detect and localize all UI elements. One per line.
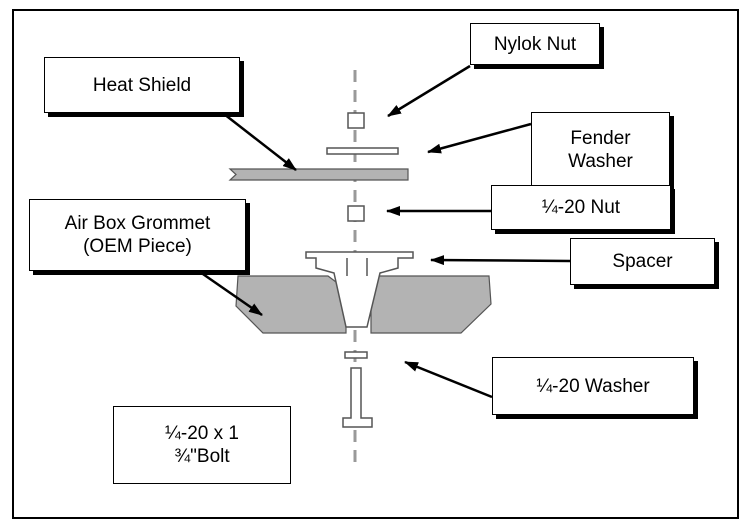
washer-arrow xyxy=(404,360,493,399)
label-heat-shield: Heat Shield xyxy=(44,57,240,113)
fender-washer-arrow xyxy=(427,122,532,154)
fender-washer-part xyxy=(326,147,399,155)
air-box-grommet-left-part xyxy=(235,275,347,334)
air-box-grommet-arrow xyxy=(199,270,263,317)
label-washer: ¼-20 Washer xyxy=(492,357,694,415)
label-nylok-nut: Nylok Nut xyxy=(470,23,600,65)
label-spacer: Spacer xyxy=(570,238,715,285)
label-bolt: ¼-20 x 1 ¾"Bolt xyxy=(113,406,291,484)
spacer-arrow xyxy=(430,255,571,266)
bolt-part xyxy=(342,367,373,428)
nylok-nut-part xyxy=(347,112,365,129)
label-fender-washer: Fender Washer xyxy=(531,112,670,187)
quarter-20-washer-part xyxy=(344,351,368,359)
quarter-20-nut-part xyxy=(347,205,365,222)
label-nut: ¼-20 Nut xyxy=(491,185,671,230)
label-air-box-grommet: Air Box Grommet (OEM Piece) xyxy=(29,199,246,271)
heat-shield-arrow xyxy=(223,113,297,171)
heat-shield-part xyxy=(228,168,409,181)
spacer-part xyxy=(305,251,414,328)
air-box-grommet-right-part xyxy=(370,275,492,334)
nylok-nut-arrow xyxy=(387,64,471,118)
